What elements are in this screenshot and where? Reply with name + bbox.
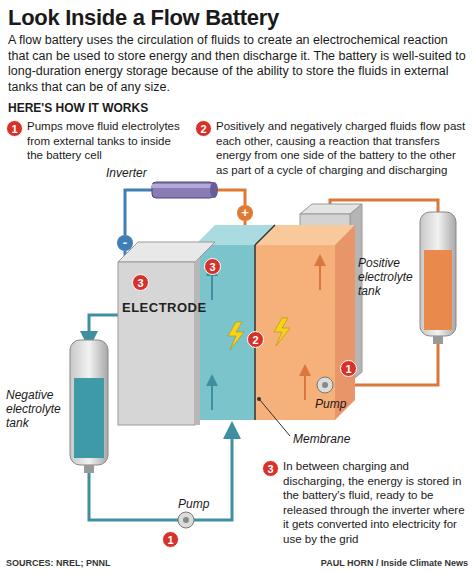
leader-dot — [257, 397, 261, 401]
title: Look Inside a Flow Battery — [8, 5, 279, 31]
reaction-spark — [228, 322, 244, 350]
reaction-spark — [274, 318, 290, 346]
positive-tank — [420, 212, 456, 344]
callout-number: 3 — [262, 460, 279, 477]
negative-electrolyte-chamber — [195, 225, 275, 420]
credit-note: PAUL HORN / Inside Climate News — [300, 558, 468, 568]
callout-number: 1 — [6, 120, 23, 137]
callout-number: 3 — [204, 258, 221, 275]
part-label: Inverter — [106, 166, 147, 180]
step-text: In between charging and discharging, the… — [283, 459, 468, 546]
terminal-sign: - — [117, 235, 133, 251]
part-label: Pump — [315, 397, 346, 411]
leader-line — [260, 400, 290, 436]
step-text: Pumps move fluid electrolytes from exter… — [27, 119, 187, 163]
intro-text: A flow battery uses the circulation of f… — [8, 33, 466, 95]
step-text: Positively and negatively charged fluids… — [216, 119, 468, 177]
callout-number: 1 — [162, 531, 179, 548]
negative-tank — [70, 340, 108, 473]
positive-electrolyte-chamber — [255, 225, 355, 420]
callout-number: 2 — [247, 331, 264, 348]
source-note: SOURCES: NREL; PNNL — [6, 558, 111, 568]
part-label: Negative electrolyte tank — [6, 388, 66, 430]
left-electrode — [118, 242, 215, 425]
negative-wire — [125, 190, 152, 235]
pump-symbol — [178, 512, 194, 528]
pump-symbol — [317, 377, 333, 393]
part-label: Pump — [178, 497, 209, 511]
positive-terminal — [237, 205, 253, 221]
part-label: ELECTRODE — [122, 300, 207, 315]
inverter-symbol — [152, 182, 218, 198]
positive-wire — [214, 190, 245, 205]
negative-terminal — [117, 235, 133, 251]
callout-number: 3 — [132, 274, 149, 291]
section-heading: HERE'S HOW IT WORKS — [8, 101, 148, 115]
terminal-sign: + — [237, 205, 253, 221]
part-label: Positive electrolyte tank — [358, 256, 416, 298]
callout-number: 1 — [340, 360, 357, 377]
membrane — [255, 225, 275, 245]
callout-number: 2 — [195, 120, 212, 137]
flow-arrows — [212, 260, 320, 410]
part-label: Membrane — [293, 432, 350, 446]
